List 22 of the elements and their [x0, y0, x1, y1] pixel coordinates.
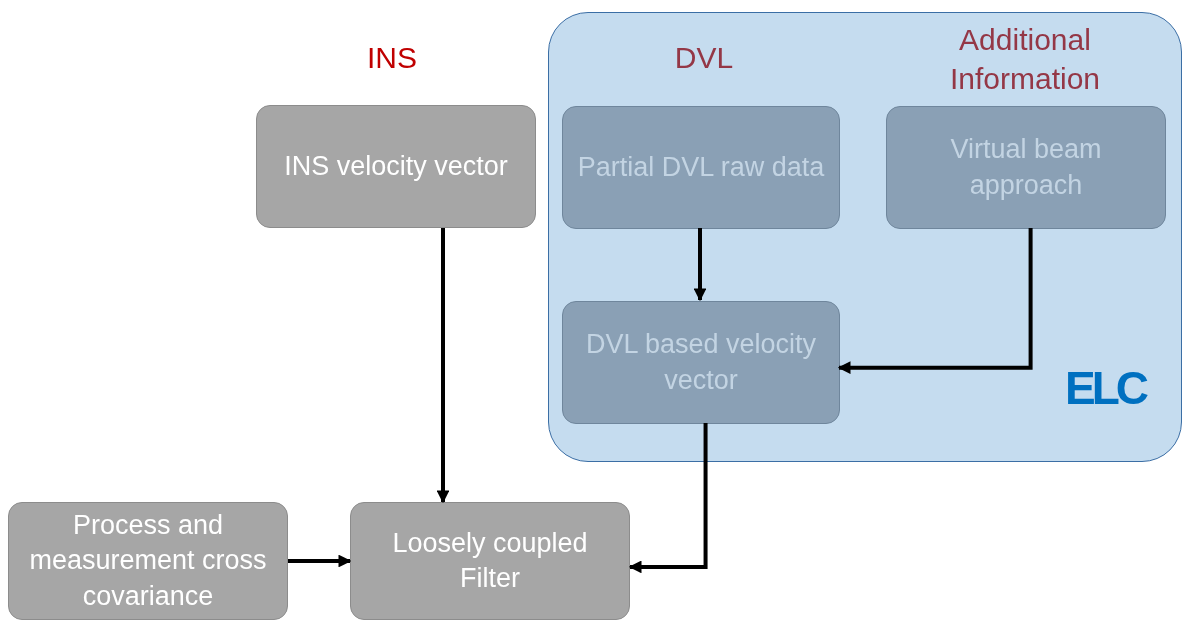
- box-text: Process and measurement cross covariance: [28, 509, 268, 613]
- arrow: [288, 554, 352, 568]
- box-text: Virtual beam approach: [949, 133, 1103, 202]
- box-text: DVL based velocity vector: [584, 328, 818, 397]
- column-heading: INS: [366, 40, 418, 76]
- box-text: INS velocity vector: [284, 149, 508, 183]
- arrow: [436, 228, 450, 504]
- column-heading: DVL: [673, 40, 735, 76]
- region-box: [548, 12, 1182, 462]
- arrow: [628, 423, 708, 574]
- process-box: [8, 502, 288, 620]
- process-box: [562, 301, 840, 424]
- process-box: [562, 106, 840, 229]
- process-box: [350, 502, 630, 620]
- box-text: Loosely coupled Filter: [391, 526, 589, 595]
- arrow: [837, 228, 1033, 375]
- process-box: [886, 106, 1166, 229]
- column-heading: Additional Information: [948, 22, 1102, 97]
- process-box: [256, 105, 536, 228]
- box-text: Partial DVL raw data: [577, 150, 825, 184]
- arrow: [693, 228, 707, 302]
- region-title: ELC: [1065, 365, 1145, 411]
